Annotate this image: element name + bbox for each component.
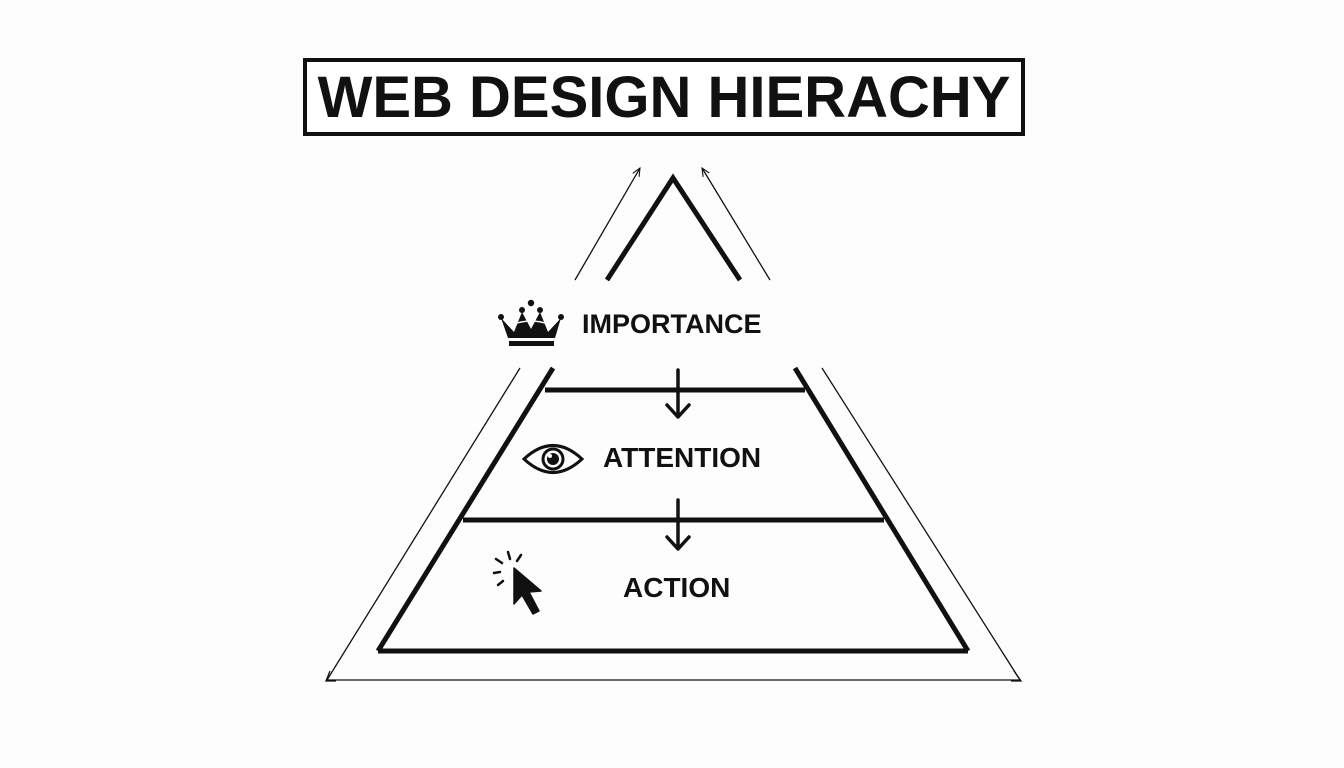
flow-arrow-2	[665, 498, 691, 551]
pyramid-body	[375, 366, 971, 654]
right-guide-lower	[821, 367, 1021, 681]
eye-icon	[521, 444, 585, 474]
left-guide-upper	[574, 168, 640, 281]
label-importance: IMPORTANCE	[582, 309, 762, 339]
title-box: WEB DESIGN HIERACHY	[303, 58, 1025, 136]
label-attention: ATTENTION	[603, 442, 762, 473]
diagram-title: WEB DESIGN HIERACHY	[317, 65, 1011, 130]
cursor-click-icon	[492, 550, 542, 615]
right-guide-upper	[702, 168, 771, 281]
left-base-tick-icon	[325, 670, 336, 682]
flow-arrow-1	[665, 368, 691, 419]
left-guide-lower	[326, 367, 521, 681]
crown-icon	[498, 299, 564, 346]
pyramid-left-edge	[375, 366, 556, 653]
pyramid-right-edge	[792, 366, 971, 653]
pyramid-apex	[604, 173, 743, 282]
outer-guide-lines	[325, 168, 1023, 682]
label-action: ACTION	[623, 572, 731, 603]
right-base-tick-icon	[1011, 670, 1023, 682]
